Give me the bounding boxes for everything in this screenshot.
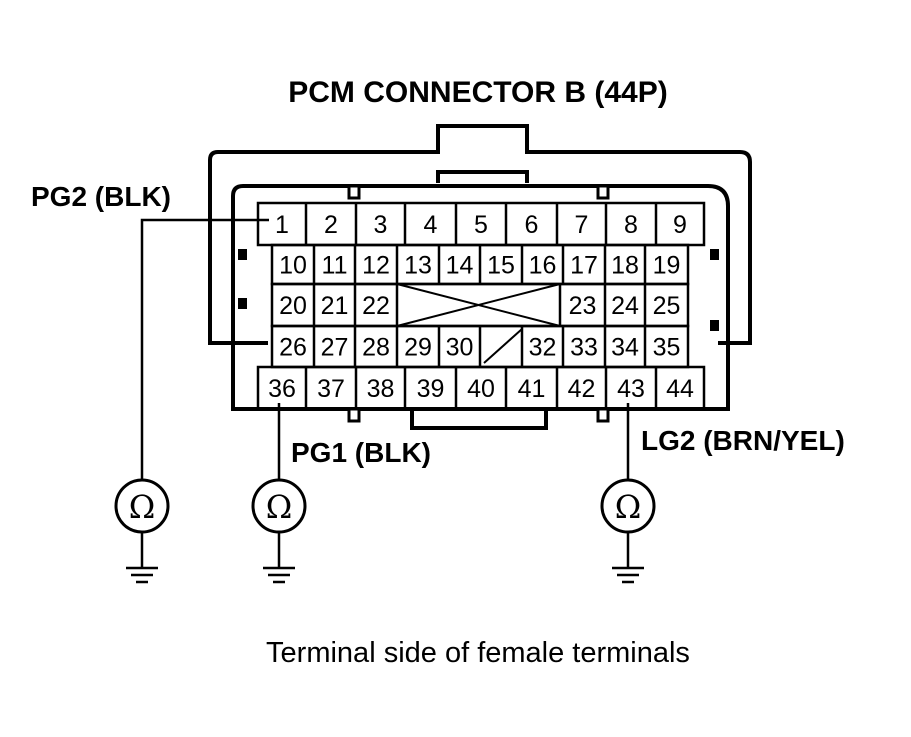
terminal-27: 27 xyxy=(321,334,349,362)
terminal-36: 36 xyxy=(268,375,296,403)
ohm-symbol: Ω xyxy=(615,488,642,526)
ohmmeter-2: Ω xyxy=(251,478,307,584)
terminal-18: 18 xyxy=(611,252,639,280)
terminal-26: 26 xyxy=(279,334,307,362)
terminal-11: 11 xyxy=(322,252,348,280)
terminal-29: 29 xyxy=(404,334,432,362)
terminal-35: 35 xyxy=(653,334,681,362)
ohmmeter-1: Ω xyxy=(114,478,170,584)
terminal-33: 33 xyxy=(570,334,598,362)
terminal-5: 5 xyxy=(474,211,488,239)
terminal-9: 9 xyxy=(673,211,687,239)
terminal-34: 34 xyxy=(611,334,639,362)
terminal-38: 38 xyxy=(367,375,395,403)
blank-cavities xyxy=(396,283,561,364)
terminal-24: 24 xyxy=(611,292,639,320)
terminal-20: 20 xyxy=(279,292,307,320)
terminal-42: 42 xyxy=(568,375,596,403)
ground-icon xyxy=(126,566,158,584)
terminal-2: 2 xyxy=(324,211,338,239)
terminal-40: 40 xyxy=(467,375,495,403)
diagram-title: PCM CONNECTOR B (44P) xyxy=(288,76,667,109)
connector-housing xyxy=(208,124,752,430)
terminal-39: 39 xyxy=(417,375,445,403)
ohm-symbol: Ω xyxy=(266,488,293,526)
ground-icon xyxy=(263,566,295,584)
terminal-28: 28 xyxy=(362,334,390,362)
terminal-19: 19 xyxy=(653,252,681,280)
terminal-22: 22 xyxy=(362,292,390,320)
lg2-label: LG2 (BRN/YEL) xyxy=(641,425,845,456)
terminal-44: 44 xyxy=(666,375,694,403)
terminal-41: 41 xyxy=(518,375,546,403)
wires xyxy=(140,218,630,482)
terminal-12: 12 xyxy=(362,252,390,280)
side-marks xyxy=(238,249,719,331)
terminal-10: 10 xyxy=(279,252,307,280)
pg2-label: PG2 (BLK) xyxy=(31,181,171,212)
terminal-row-frame xyxy=(256,365,706,411)
terminal-17: 17 xyxy=(570,252,598,280)
terminal-14: 14 xyxy=(446,252,474,280)
terminal-16: 16 xyxy=(529,252,557,280)
terminal-30: 30 xyxy=(446,334,474,362)
terminal-7: 7 xyxy=(575,211,589,239)
terminal-13: 13 xyxy=(404,252,432,280)
terminal-1: 1 xyxy=(275,211,289,239)
pg1-label: PG1 (BLK) xyxy=(291,437,431,468)
ohm-symbol: Ω xyxy=(129,488,156,526)
terminal-6: 6 xyxy=(525,211,539,239)
terminal-23: 23 xyxy=(569,292,597,320)
terminal-43: 43 xyxy=(617,375,645,403)
diagram-caption: Terminal side of female terminals xyxy=(266,637,690,669)
terminal-15: 15 xyxy=(487,252,515,280)
terminal-3: 3 xyxy=(374,211,388,239)
ground-icon xyxy=(612,566,644,584)
terminal-32: 32 xyxy=(529,334,557,362)
terminal-37: 37 xyxy=(317,375,345,403)
terminal-8: 8 xyxy=(624,211,638,239)
terminal-4: 4 xyxy=(424,211,438,239)
terminal-25: 25 xyxy=(653,292,681,320)
ohmmeter-3: Ω xyxy=(600,478,656,584)
terminal-21: 21 xyxy=(321,292,349,320)
